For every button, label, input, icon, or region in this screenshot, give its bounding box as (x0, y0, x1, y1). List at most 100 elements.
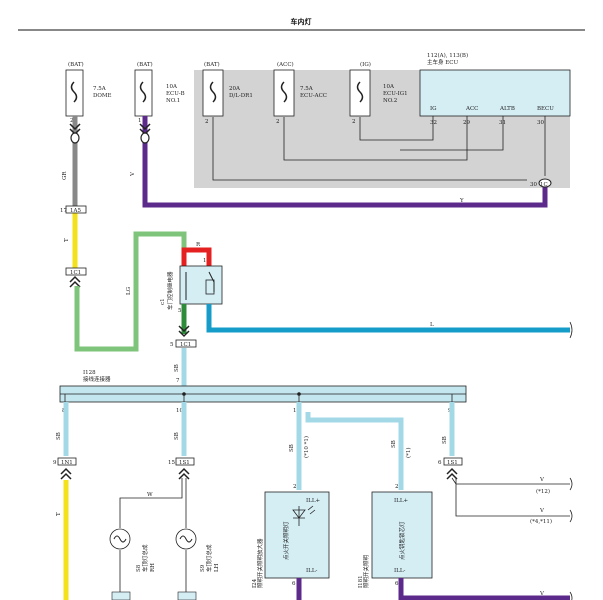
svg-text:LG: LG (126, 287, 132, 295)
lamp-wires (119, 478, 187, 596)
key-cylinder-box: ILL+ ILL- 2 点火钥匙锁芯灯 I181 照明开关照明 6 (358, 484, 570, 600)
svg-text:I24: I24 (252, 578, 258, 588)
svg-text:照明开关照明放大器: 照明开关照明放大器 (256, 538, 264, 588)
svg-text:L: L (430, 322, 434, 328)
sb-label-right: SB (442, 436, 448, 444)
sb-label-left: SB (56, 432, 62, 440)
svg-text:7: 7 (176, 378, 180, 384)
lower-connectors: 1N1 9 1S1 15 1S1 6 (53, 457, 463, 480)
l-wire: L (206, 304, 573, 339)
svg-text:2: 2 (205, 119, 209, 125)
svg-text:V: V (539, 591, 545, 597)
svg-text:20A: 20A (229, 86, 241, 92)
svg-text:R: R (196, 242, 201, 248)
svg-text:GR: GR (62, 171, 68, 180)
illumination-amp-box: ILL+ ILL- 2 点火开关照明灯 I24 照明开关照明放大器 6 (252, 484, 330, 600)
svg-text:7.5A: 7.5A (93, 86, 107, 92)
svg-text:D/L-DR1: D/L-DR1 (229, 93, 253, 99)
w-label: W (147, 492, 153, 498)
svg-text:ECU-ACC: ECU-ACC (300, 93, 327, 99)
right-branches: V (*12) V (*4,*11) V (451, 477, 573, 600)
svg-text:NO.1: NO.1 (166, 98, 180, 104)
svg-text:5: 5 (170, 342, 174, 348)
sb-label-mid: SB (174, 432, 180, 440)
svg-text:2: 2 (293, 484, 297, 490)
svg-text:LH: LH (214, 563, 220, 572)
svg-text:车顶灯总成: 车顶灯总成 (205, 544, 213, 572)
svg-text:5: 5 (178, 308, 182, 314)
svg-text:ILL+: ILL+ (306, 498, 320, 504)
lg-wire: LG (74, 231, 187, 352)
svg-text:1A5: 1A5 (70, 208, 81, 214)
ecu-label-1: 112(A), 113(B) (427, 52, 468, 59)
dome-wire: GR (62, 116, 81, 208)
svg-text:1: 1 (138, 118, 142, 124)
svg-text:15: 15 (168, 460, 175, 466)
svg-text:6: 6 (292, 581, 296, 587)
svg-text:(BAT): (BAT) (68, 61, 84, 68)
svg-text:车顶灯总成: 车顶灯总成 (141, 544, 149, 572)
fuse-d-l-dr1: (BAT) 20A D/L-DR1 2 (202, 61, 253, 125)
sb-note-d: (*1) (405, 447, 412, 458)
ecu-pin-acc: ACC (465, 106, 478, 112)
ecu-box (419, 69, 571, 117)
svg-text:(BAT): (BAT) (137, 61, 153, 68)
ecu-label-2: 主车身 ECU (427, 58, 458, 66)
fuse-dome: (BAT) 7.5A DOME 2 (65, 61, 112, 124)
yellow-wire-upper: 1A5 17 T 1C1 (60, 205, 87, 288)
svg-text:ILL-: ILL- (394, 568, 405, 574)
fuse-ecu-ig1: (IG) 10A ECU-IG1 NO.2 2 (349, 61, 408, 125)
svg-text:2: 2 (70, 118, 74, 124)
svg-text:30: 30 (530, 182, 537, 188)
svg-text:V: V (130, 171, 136, 177)
svg-text:9: 9 (53, 460, 57, 466)
ecu-pin-altb: ALTB (499, 106, 515, 112)
ecu-pin-no-30: 30 (537, 120, 544, 126)
svg-text:10A: 10A (166, 84, 178, 90)
svg-text:6: 6 (438, 460, 442, 466)
fuse-ecu-acc: (ACC) 7.5A ECU-ACC 2 (273, 61, 327, 125)
ecu-pin-becu: BECU (537, 106, 554, 112)
svg-text:1C1: 1C1 (70, 270, 81, 276)
sb-label-d: SB (391, 440, 397, 448)
sb-branches (63, 402, 455, 490)
svg-text:DOME: DOME (93, 93, 112, 99)
svg-text:1S1: 1S1 (447, 460, 458, 466)
svg-text:2: 2 (395, 484, 399, 490)
door-relay: R 1 2 5 c1 车门控制继电器 1C1 5 (160, 242, 223, 348)
svg-text:ILL+: ILL+ (394, 498, 408, 504)
yellow-label-lower: T (56, 512, 62, 516)
svg-text:Y: Y (459, 198, 464, 204)
svg-text:(BAT): (BAT) (204, 61, 220, 68)
lamp-lh: S9 车顶灯总成 LH (175, 528, 220, 600)
svg-text:7.5A: 7.5A (300, 86, 314, 92)
svg-text:1C: 1C (540, 182, 548, 188)
svg-text:V: V (539, 477, 545, 483)
svg-text:ECU-IG1: ECU-IG1 (383, 91, 408, 97)
svg-text:1S1: 1S1 (179, 460, 190, 466)
ecu-pin-ig: IG (430, 106, 437, 112)
svg-text:(*4,*11): (*4,*11) (530, 518, 552, 525)
svg-text:6: 6 (395, 581, 399, 587)
svg-text:接线连接器: 接线连接器 (83, 375, 111, 383)
svg-text:1: 1 (203, 258, 207, 264)
ecu-pin-no-31: 31 (499, 120, 506, 126)
svg-text:17: 17 (60, 208, 67, 214)
svg-text:NO.2: NO.2 (383, 98, 397, 104)
fuse-ecu-b: (BAT) 10A ECU-B NO.1 1 (134, 61, 185, 124)
svg-text:T: T (64, 238, 70, 242)
ecu-b-wire: V Y 1C 30 (130, 116, 552, 208)
sb-note-c: (*10 *1) (303, 436, 310, 458)
svg-text:ECU-B: ECU-B (166, 91, 185, 97)
svg-text:S8: S8 (136, 564, 142, 572)
svg-text:S9: S9 (200, 564, 206, 572)
svg-text:1N1: 1N1 (61, 460, 73, 466)
svg-text:2: 2 (352, 119, 356, 125)
junction-connector: I128 接线连接器 8 10 11 9 (59, 370, 467, 414)
svg-text:10: 10 (176, 408, 183, 414)
svg-text:I128: I128 (83, 370, 96, 376)
svg-text:(ACC): (ACC) (277, 61, 294, 68)
svg-text:点火开关照明灯: 点火开关照明灯 (282, 521, 290, 560)
svg-text:1C1: 1C1 (180, 342, 191, 348)
